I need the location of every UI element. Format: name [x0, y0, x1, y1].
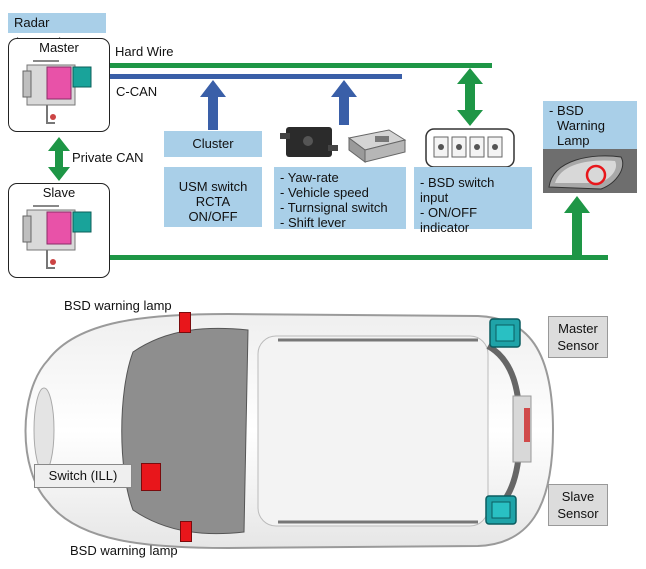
bsd-switch-line-1: - BSD switch input	[420, 175, 495, 205]
bsd-switch-box: - BSD switch input - ON/OFF indicator	[414, 167, 532, 235]
master-sensor-label-box: Master Sensor	[548, 316, 608, 358]
bsd-switch-line-2: - ON/OFF indicator	[420, 205, 478, 235]
usm-line-2: RCTA ON/OFF	[188, 194, 238, 224]
warning-output-line-1: - BSD	[549, 103, 584, 118]
vehicle-line-3: - Turnsignal switch	[280, 200, 388, 215]
switch-label: Switch (ILL)	[48, 468, 118, 483]
vehicle-up-arrow	[331, 80, 357, 125]
vehicle-signals-box: - Yaw-rate - Vehicle speed - Turnsignal …	[274, 167, 406, 230]
usm-box: USM switch RCTA ON/OFF	[164, 167, 262, 227]
hard-wire-line-bottom	[110, 255, 608, 260]
private-can-label: Private CAN	[72, 150, 144, 165]
hard-wire-line-top	[110, 63, 492, 68]
warning-output-box: - BSD Warning Lamp Output	[543, 101, 637, 163]
cluster-box: Cluster	[164, 131, 262, 157]
c-can-line	[110, 74, 402, 79]
side-mirror-image	[543, 149, 637, 193]
bsd-switch-double-arrow	[457, 68, 483, 126]
master-sensor-line-1: Master	[558, 321, 598, 336]
master-radar-unit-image	[22, 60, 92, 124]
slave-sensor-line-2: Sensor	[557, 506, 599, 521]
cluster-label: Cluster	[192, 136, 234, 151]
switch-ill-indicator	[141, 463, 161, 491]
c-can-label: C-CAN	[116, 84, 158, 99]
vehicle-line-4: - Shift lever	[280, 215, 346, 230]
bsd-warning-lamp-bottom	[180, 521, 192, 542]
switch-label-box: Switch (ILL)	[34, 464, 132, 488]
master-sensor-line-2: Sensor	[557, 338, 599, 353]
bsd-warning-lamp-label-top: BSD warning lamp	[64, 298, 172, 313]
master-label: Master	[39, 40, 79, 55]
slave-sensor-label-box: Slave Sensor	[548, 484, 608, 526]
vehicle-line-2: - Vehicle speed	[280, 185, 369, 200]
bsd-warning-lamp-top	[179, 312, 191, 333]
cluster-up-arrow	[200, 80, 226, 130]
usm-line-1: USM switch	[178, 179, 248, 194]
arrows-layer	[48, 68, 590, 255]
ecu-module-image	[347, 129, 407, 163]
hard-wire-label: Hard Wire	[115, 44, 174, 59]
warning-output-line-2: Warning	[557, 118, 605, 133]
yaw-rate-sensor-image	[280, 127, 338, 157]
bsd-switch-panel-image	[425, 128, 515, 168]
master-module: Master	[8, 38, 110, 132]
slave-module: Slave	[8, 183, 110, 278]
bsd-warning-lamp-label-bottom: BSD warning lamp	[70, 543, 178, 558]
slave-sensor-icon	[485, 495, 517, 525]
slave-label: Slave	[42, 185, 76, 200]
private-can-arrow	[48, 137, 70, 181]
vehicle-line-1: - Yaw-rate	[280, 170, 339, 185]
slave-radar-unit-image	[22, 205, 92, 269]
master-sensor-icon	[489, 318, 521, 348]
warning-output-up-arrow	[564, 196, 590, 255]
slave-sensor-line-1: Slave	[561, 489, 595, 504]
